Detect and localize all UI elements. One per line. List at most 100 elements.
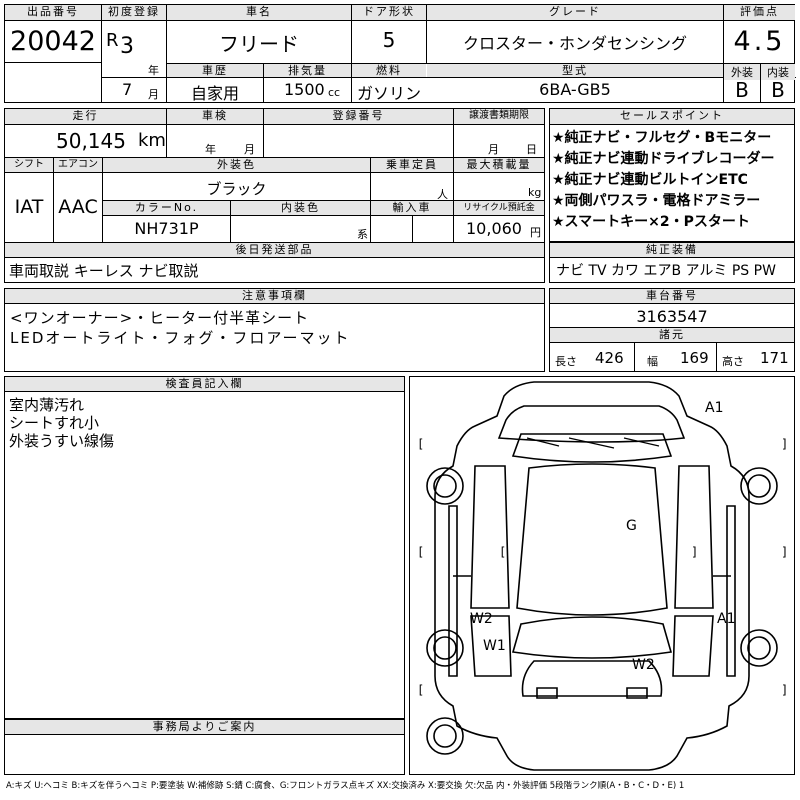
lot-number: 20042 <box>10 26 96 57</box>
ac-value: AAC <box>58 196 98 218</box>
later-parts-section <box>4 242 545 283</box>
later-parts-text: 車両取説 キーレス ナビ取説 <box>9 262 199 280</box>
svg-text:]: ] <box>781 545 788 559</box>
color-label: 外装色 <box>103 158 370 173</box>
fuel-label: 燃料 <box>352 64 426 78</box>
trans-day-unit: 日 <box>526 143 537 156</box>
int-grade: B <box>771 78 785 102</box>
insp-month-unit: 月 <box>244 143 255 156</box>
sales-item: ★スマートキー×2・Pスタート <box>552 214 750 230</box>
fuel-value: ガソリン <box>356 84 421 103</box>
sales-item: ★純正ナビ・フルセグ・Bモニター <box>552 130 772 146</box>
svg-text:]: ] <box>781 683 788 697</box>
damage-mark: W2 <box>470 611 493 627</box>
grade-label: グレード <box>427 5 723 21</box>
inspector-label: 検査員記入欄 <box>5 377 404 392</box>
capacity-label: 乗車定員 <box>371 158 453 173</box>
car-diagram-frame <box>409 376 795 775</box>
office-label: 事務局よりご案内 <box>5 720 404 735</box>
ac-label: エアコン <box>54 158 102 173</box>
specs-label: 諸元 <box>550 328 794 343</box>
notes-line-1: <ワンオーナー>・ヒーター付半革シート <box>10 309 310 327</box>
car-name: フリード <box>219 32 299 56</box>
equipment-text: ナビ TV カワ エアB アルミ PS PW <box>556 263 776 279</box>
capacity-unit: 人 <box>437 188 448 201</box>
insp-year-unit: 年 <box>205 143 216 156</box>
recycle-value: 10,060 <box>466 219 522 238</box>
shift-label: シフト <box>5 158 53 173</box>
intcolor-unit: 系 <box>357 228 368 241</box>
legend-text: A:キズ U:ヘコミ B:キズを伴うヘコミ P:要塗装 W:補修跡 S:錆 C:… <box>6 781 685 791</box>
hgt-value: 171 <box>760 349 789 367</box>
hgt-label: 高さ <box>722 355 744 368</box>
inspector-line: シートすれ小 <box>9 414 100 432</box>
reg-era: R <box>106 30 119 51</box>
svg-text:[: [ <box>417 683 424 697</box>
damage-mark: A1 <box>717 611 736 627</box>
sales-list: ★純正ナビ・フルセグ・Bモニター ★純正ナビ連動ドライブレコーダー ★純正ナビ連… <box>552 128 794 233</box>
damage-mark: G <box>626 518 637 534</box>
svg-text:]: ] <box>691 545 698 559</box>
car-name-label: 車名 <box>167 5 351 21</box>
notes-line-2: LEDオートライト・フォグ・フロアーマット <box>10 329 351 347</box>
door-value: 5 <box>382 28 396 52</box>
reg-month-unit: 月 <box>148 88 159 101</box>
wid-label: 幅 <box>647 355 658 368</box>
door-label: ドア形状 <box>352 5 426 21</box>
grade-value: クロスター・ホンダセンシング <box>462 34 687 53</box>
inspector-line: 外装うすい線傷 <box>9 432 115 450</box>
mileage-value: 50,145 <box>56 129 126 153</box>
disp-value: 1500 <box>284 80 325 99</box>
car-diagram: [] [] [] [] <box>417 381 788 771</box>
transfer-label: 譲渡書類期限 <box>454 109 544 125</box>
mileage-label: 走行 <box>5 109 166 125</box>
mileage-unit: km <box>138 130 166 151</box>
shift-value: IAT <box>14 196 44 218</box>
damage-mark: A1 <box>705 400 724 416</box>
ext-grade: B <box>735 78 749 102</box>
sales-item: ★両側パワスラ・電格ドアミラー <box>552 193 761 209</box>
notes-section <box>4 288 545 372</box>
lot-label: 出品番号 <box>5 5 101 21</box>
model-value: 6BA-GB5 <box>539 80 611 99</box>
sales-item: ★純正ナビ連動ビルトインETC <box>552 172 748 188</box>
sales-item: ★純正ナビ連動ドライブレコーダー <box>552 151 775 167</box>
colorno-label: カラーNo. <box>103 201 230 216</box>
disp-unit: cc <box>328 86 341 99</box>
import-label: 輸入車 <box>371 201 453 216</box>
svg-text:[: [ <box>417 545 424 559</box>
equipment-label: 純正装備 <box>550 243 794 258</box>
history-label: 車歴 <box>167 64 263 78</box>
colorno-value: NH731P <box>134 219 199 238</box>
int-label: 内装 <box>761 64 795 80</box>
reg-label: 初度登録 <box>102 5 166 21</box>
color-value: ブラック <box>206 180 267 198</box>
header-section <box>4 4 795 103</box>
notes-label: 注意事項欄 <box>5 289 544 304</box>
len-label: 長さ <box>555 355 577 368</box>
trans-month-unit: 月 <box>488 143 499 156</box>
score-label: 評価点 <box>724 5 795 21</box>
later-parts-label: 後日発送部品 <box>5 243 544 258</box>
chassis-value: 3163547 <box>636 307 708 326</box>
model-label: 型式 <box>427 64 723 78</box>
disp-label: 排気量 <box>264 64 351 78</box>
score-value: 4.5 <box>733 26 786 57</box>
load-unit: kg <box>528 186 542 199</box>
svg-text:[: [ <box>417 437 424 451</box>
inspector-line: 室内薄汚れ <box>9 396 85 414</box>
chassis-label: 車台番号 <box>550 289 794 304</box>
equipment-section <box>549 242 795 283</box>
sales-points-section <box>549 108 795 242</box>
office-section <box>4 719 405 775</box>
sales-label: セールスポイント <box>550 109 794 125</box>
reg-year-unit: 年 <box>148 64 159 77</box>
history-value: 自家用 <box>190 84 239 103</box>
svg-text:[: [ <box>499 545 506 559</box>
regno-label: 登録番号 <box>264 109 453 125</box>
reg-year: 3 <box>120 34 134 59</box>
inspector-section <box>4 376 405 719</box>
inspection-label: 車検 <box>167 109 263 125</box>
intcolor-label: 内装色 <box>231 201 370 216</box>
chassis-section <box>549 288 795 372</box>
